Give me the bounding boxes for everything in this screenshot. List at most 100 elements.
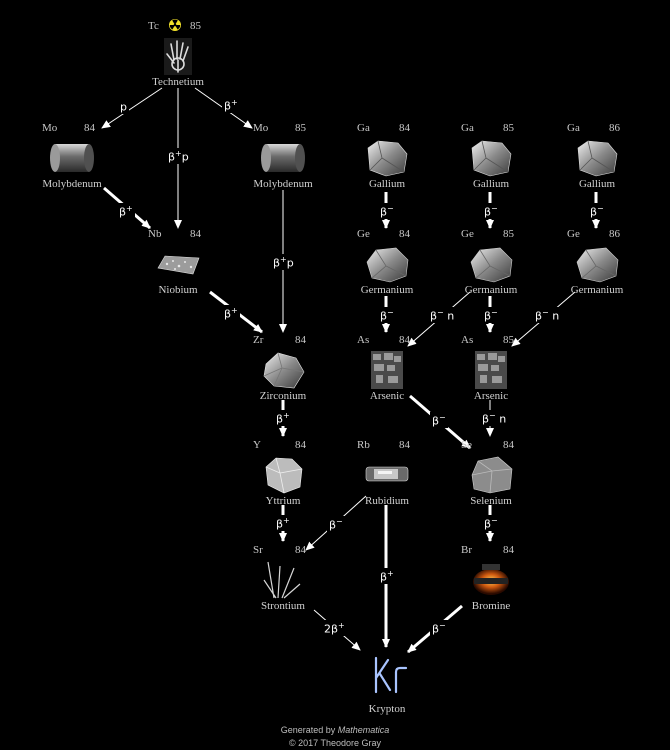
metal-lump-icon: [576, 247, 619, 283]
mass-number: 86: [609, 122, 620, 134]
decay-label-zr-y: β+: [274, 410, 292, 426]
node-gallium-86: Ga 86 Gallium: [557, 120, 637, 200]
node-germanium-85: Ge 85 Germanium: [451, 226, 531, 306]
node-selenium-84: Se 84 Selenium: [451, 437, 531, 517]
decay-label-ga84-ge84: β−: [378, 203, 396, 219]
node-zirconium-84: Zr 84 Zirconium: [243, 332, 323, 412]
decay-label-as84-se: β−: [430, 412, 448, 428]
element-symbol: Tc: [148, 20, 159, 32]
decay-label-as85-se: β− n: [480, 410, 509, 426]
decay-label-se-br: β−: [482, 515, 500, 531]
mass-number: 84: [399, 122, 410, 134]
cylinder-sample-icon: [261, 144, 305, 172]
ampoule-icon: [365, 466, 409, 482]
element-name: Strontium: [260, 600, 305, 612]
decay-label-tc-mo85: β+: [222, 97, 240, 113]
footer-copyright: © 2017 Theodore Gray: [288, 738, 382, 748]
hand-xray-icon: [164, 38, 192, 75]
mass-number: 84: [399, 228, 410, 240]
radioactive-icon: [169, 19, 181, 31]
element-symbol: As: [357, 334, 370, 346]
decay-label-tc-mo84: p: [118, 98, 129, 114]
element-name: Bromine: [471, 600, 511, 612]
decay-label-rb-kr: β+: [378, 568, 396, 584]
decay-label-tc-nb: β+p: [166, 148, 191, 164]
node-germanium-86: Ge 86 Germanium: [557, 226, 637, 306]
element-symbol: As: [461, 334, 474, 346]
node-gallium-85: Ga 85 Gallium: [451, 120, 531, 200]
element-symbol: Ge: [567, 228, 580, 240]
element-name: Gallium: [472, 178, 510, 190]
crumpled-foil-icon: [263, 352, 305, 389]
element-name: Arsenic: [369, 390, 405, 402]
element-name: Zirconium: [259, 390, 307, 402]
grey-crystals-icon: [475, 351, 507, 389]
mass-number: 84: [295, 544, 306, 556]
element-symbol: Ge: [461, 228, 474, 240]
element-symbol: Ge: [357, 228, 370, 240]
decay-label-rb-sr: β−: [327, 516, 345, 532]
mass-number: 84: [503, 439, 514, 451]
element-name: Arsenic: [473, 390, 509, 402]
metal-lump-icon: [470, 247, 513, 283]
mass-number: 84: [84, 122, 95, 134]
grey-lump-icon: [471, 456, 513, 494]
element-name: Technetium: [152, 76, 204, 88]
decay-label-ge85-as84: β− n: [428, 307, 457, 323]
decay-label-ge84-as84: β−: [378, 307, 396, 323]
krypton-glow-tube-icon: [374, 656, 408, 694]
metal-chunk-icon: [471, 140, 512, 177]
mass-number: 85: [295, 122, 306, 134]
mass-number: 84: [399, 334, 410, 346]
app-name: Mathematica: [337, 725, 390, 735]
element-symbol: Zr: [253, 334, 264, 346]
decay-label-br-kr: β−: [430, 620, 448, 636]
element-name: Germanium: [464, 284, 518, 296]
node-molybdenum-84: Mo 84 Molybdenum: [32, 120, 112, 200]
element-symbol: Ga: [357, 122, 370, 134]
decay-label-nb-zr: β+: [222, 305, 240, 321]
element-symbol: Nb: [148, 228, 162, 240]
metal-chunk-icon: [577, 140, 618, 177]
mass-number: 85: [503, 228, 514, 240]
node-arsenic-85: As 85 Arsenic: [451, 332, 531, 412]
element-symbol: Se: [461, 439, 472, 451]
bromine-vial-icon: [473, 564, 509, 595]
element-name: Gallium: [368, 178, 406, 190]
decay-label-ga86-ge86: β−: [588, 203, 606, 219]
element-name: Gallium: [578, 178, 616, 190]
element-symbol: Ga: [567, 122, 580, 134]
decay-label-y-sr: β+: [274, 515, 292, 531]
grey-crystals-icon: [371, 351, 403, 389]
node-arsenic-84: As 84 Arsenic: [347, 332, 427, 412]
node-technetium-85: Tc 85 Technetium: [138, 18, 218, 98]
element-name: Molybdenum: [42, 178, 102, 190]
element-name: Molybdenum: [253, 178, 313, 190]
decay-label-sr-kr: 2β+: [322, 620, 347, 636]
generated-by-text: Generated by: [280, 725, 338, 735]
element-symbol: Sr: [253, 544, 263, 556]
crystal-cluster-icon: [265, 457, 303, 494]
decay-label-ge85-as85: β−: [482, 307, 500, 323]
arrow-tc-mo84: [101, 87, 163, 129]
node-yttrium-84: Y 84 Yttrium: [243, 437, 323, 517]
element-symbol: Mo: [253, 122, 269, 134]
decay-label-ga85-ge85: β−: [482, 203, 500, 219]
element-name: Germanium: [360, 284, 414, 296]
decay-label-mo85-zr: β+p: [271, 254, 296, 270]
footer-generated-by: Generated by Mathematica: [0, 725, 670, 735]
node-krypton-84: Krypton: [347, 645, 427, 725]
node-molybdenum-85: Mo 85 Molybdenum: [243, 120, 323, 200]
node-bromine-84: Br 84 Bromine: [451, 542, 531, 622]
element-symbol: Y: [253, 439, 261, 451]
element-name: Krypton: [368, 703, 406, 715]
mass-number: 86: [609, 228, 620, 240]
mass-number: 85: [503, 334, 514, 346]
element-symbol: Ga: [461, 122, 474, 134]
cylinder-sample-icon: [50, 144, 94, 172]
element-symbol: Br: [461, 544, 472, 556]
mass-number: 84: [190, 228, 201, 240]
mass-number: 84: [295, 334, 306, 346]
node-rubidium-84: Rb 84 Rubidium: [347, 437, 427, 517]
